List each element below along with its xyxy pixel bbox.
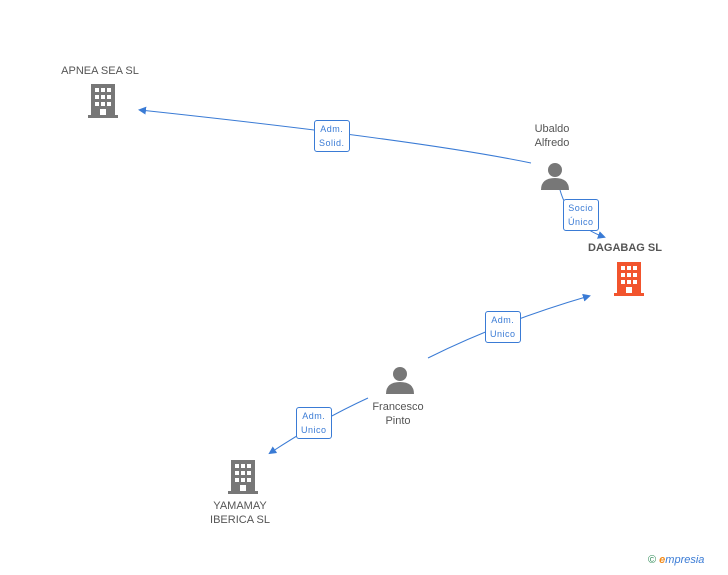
- node-label-line: Francesco: [372, 401, 424, 413]
- node-label-ubaldo[interactable]: Ubaldo Alfredo: [512, 122, 592, 150]
- node-label-yamamay[interactable]: YAMAMAY IBERICA SL: [195, 499, 285, 527]
- edge-label-line: Solid.: [319, 138, 345, 148]
- edge-label-francesco-dagabag[interactable]: Adm. Unico: [485, 311, 521, 343]
- edge-label-line: Unico: [490, 329, 516, 339]
- building-icon[interactable]: [228, 460, 258, 494]
- edge-label-line: Unico: [301, 425, 327, 435]
- node-label-line: YAMAMAY: [213, 500, 267, 512]
- edge-label-ubaldo-dagabag[interactable]: Socio Único: [563, 199, 599, 231]
- node-label-line: Pinto: [385, 415, 411, 427]
- person-icon[interactable]: [386, 367, 414, 394]
- node-label-dagabag[interactable]: DAGABAG SL: [588, 242, 662, 254]
- edge-label-line: Socio: [568, 203, 594, 213]
- node-label-francesco[interactable]: Francesco Pinto: [358, 400, 438, 428]
- node-label-line: Ubaldo: [534, 123, 570, 135]
- edge-label-ubaldo-apnea[interactable]: Adm. Solid.: [314, 120, 350, 152]
- node-label-apnea[interactable]: APNEA SEA SL: [61, 65, 139, 77]
- brand-name: mpresia: [665, 554, 705, 566]
- edge-label-line: Adm.: [320, 124, 344, 134]
- building-icon[interactable]: [88, 84, 118, 118]
- edge-label-francesco-yamamay[interactable]: Adm. Unico: [296, 407, 332, 439]
- edge-label-line: Adm.: [302, 411, 326, 421]
- footer-brand[interactable]: © empresia: [648, 554, 704, 566]
- brand-logo-e: e: [659, 554, 666, 566]
- person-icon[interactable]: [541, 163, 569, 190]
- edge-label-line: Único: [568, 217, 594, 227]
- copyright-icon: ©: [648, 554, 657, 566]
- building-icon-focus[interactable]: [614, 262, 644, 296]
- edge-ubaldo-apnea: [138, 106, 532, 164]
- node-label-line: Alfredo: [534, 137, 570, 149]
- node-label-line: IBERICA SL: [210, 514, 270, 526]
- edge-label-line: Adm.: [491, 315, 515, 325]
